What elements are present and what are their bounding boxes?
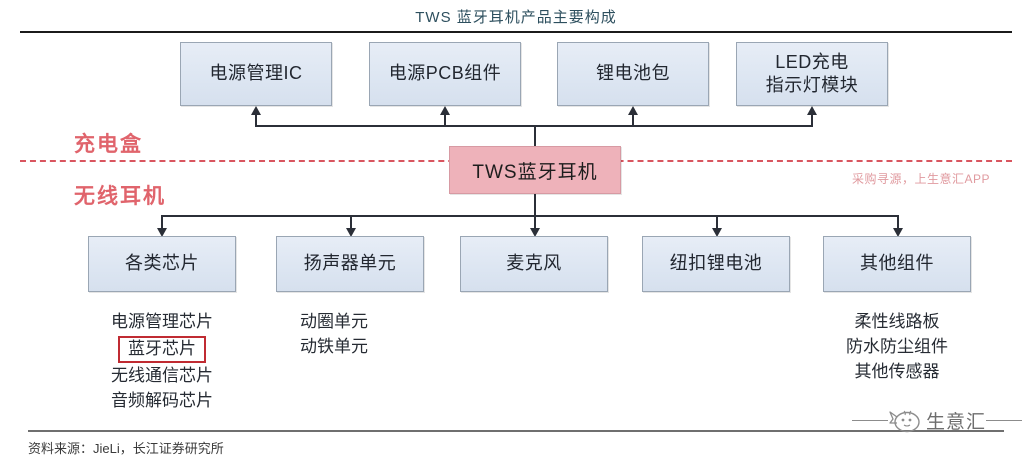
node-chips[interactable]: 各类芯片 — [88, 236, 236, 292]
connector-bottom-branch-2 — [350, 215, 352, 229]
sublist-item: 电源管理芯片 — [111, 312, 213, 331]
source-note: 资料来源：JieLi，长江证券研究所 — [28, 441, 224, 456]
sublist-chips: 电源管理芯片 蓝牙芯片 无线通信芯片 音频解码芯片 — [88, 310, 236, 414]
sublist-item: 动圈单元 — [300, 312, 368, 331]
sublist-item: 其他传感器 — [854, 361, 940, 381]
connector-bottom-branch-4 — [716, 215, 718, 229]
node-label: 锂电池包 — [596, 63, 670, 84]
node-label-line-2: 指示灯模块 — [765, 75, 859, 95]
arrow-to-button-lithium-battery — [712, 228, 722, 237]
node-label: LED充电 指示灯模块 — [766, 51, 859, 97]
sublist-item: 防水防尘组件 — [846, 336, 948, 356]
sublist-speaker: 动圈单元 动铁单元 — [276, 310, 424, 360]
arrow-to-power-pcb-module — [440, 106, 450, 115]
node-power-management-ic[interactable]: 电源管理IC — [180, 42, 332, 106]
node-label: 其他组件 — [860, 253, 934, 274]
mascot-icon — [888, 405, 922, 435]
zone-label-charging-case: 充电盒 — [74, 133, 143, 156]
connector-center-to-top-bus — [534, 125, 536, 147]
node-label: 电源管理IC — [209, 63, 303, 84]
connector-center-to-bottom-bus — [534, 194, 536, 216]
connector-bottom-branch-5 — [897, 215, 899, 229]
connector-bottom-branch-3 — [534, 215, 536, 229]
page-title: TWS 蓝牙耳机产品主要构成 — [415, 9, 617, 26]
connector-bottom-bus — [161, 215, 898, 217]
connector-top-branch-2 — [444, 115, 446, 127]
connector-bottom-branch-1 — [161, 215, 163, 229]
arrow-to-power-management-ic — [251, 106, 261, 115]
arrow-to-led-charge-indicator-module — [807, 106, 817, 115]
node-label: TWS蓝牙耳机 — [472, 161, 598, 183]
arrow-to-speaker-unit — [346, 228, 356, 237]
node-power-pcb-module[interactable]: 电源PCB组件 — [369, 42, 521, 106]
sublist-item-highlighted: 蓝牙芯片 — [118, 335, 206, 363]
connector-top-branch-4 — [811, 115, 813, 127]
node-lithium-battery-pack[interactable]: 锂电池包 — [557, 42, 709, 106]
brand-logo: 生意汇 — [852, 398, 1022, 442]
node-other-components[interactable]: 其他组件 — [823, 236, 971, 292]
zone-label-wireless-earphone: 无线耳机 — [74, 185, 166, 208]
node-led-charge-indicator-module[interactable]: LED充电 指示灯模块 — [736, 42, 888, 106]
connector-top-bus — [255, 125, 813, 127]
sublist-other-components: 柔性线路板 防水防尘组件 其他传感器 — [823, 310, 971, 384]
watermark-text: 采购寻源，上生意汇APP — [852, 172, 991, 186]
node-label: 电源PCB组件 — [388, 63, 502, 84]
sublist-item: 柔性线路板 — [854, 312, 940, 331]
node-label: 麦克风 — [506, 253, 562, 274]
footer-divider-rule — [28, 430, 1004, 432]
node-label: 扬声器单元 — [303, 253, 397, 274]
logo-text: 生意汇 — [925, 411, 986, 433]
arrow-to-microphone — [530, 228, 540, 237]
node-label-line-1: LED充电 — [775, 51, 849, 72]
sublist-item: 音频解码芯片 — [111, 390, 213, 410]
sublist-item: 动铁单元 — [300, 336, 368, 356]
node-label: 各类芯片 — [125, 253, 199, 274]
logo-rule-left — [852, 420, 888, 421]
node-speaker-unit[interactable]: 扬声器单元 — [276, 236, 424, 292]
sublist-item: 无线通信芯片 — [111, 365, 213, 385]
node-tws-bluetooth-earphone[interactable]: TWS蓝牙耳机 — [449, 146, 621, 194]
node-label: 纽扣锂电池 — [669, 253, 763, 274]
arrow-to-chips — [157, 228, 167, 237]
logo-rule-right — [986, 420, 1022, 421]
node-microphone[interactable]: 麦克风 — [460, 236, 608, 292]
arrow-to-other-components — [893, 228, 903, 237]
title-divider-rule — [20, 31, 1012, 33]
connector-top-branch-3 — [632, 115, 634, 127]
node-button-lithium-battery[interactable]: 纽扣锂电池 — [642, 236, 790, 292]
arrow-to-lithium-battery-pack — [628, 106, 638, 115]
connector-top-branch-1 — [255, 115, 257, 127]
